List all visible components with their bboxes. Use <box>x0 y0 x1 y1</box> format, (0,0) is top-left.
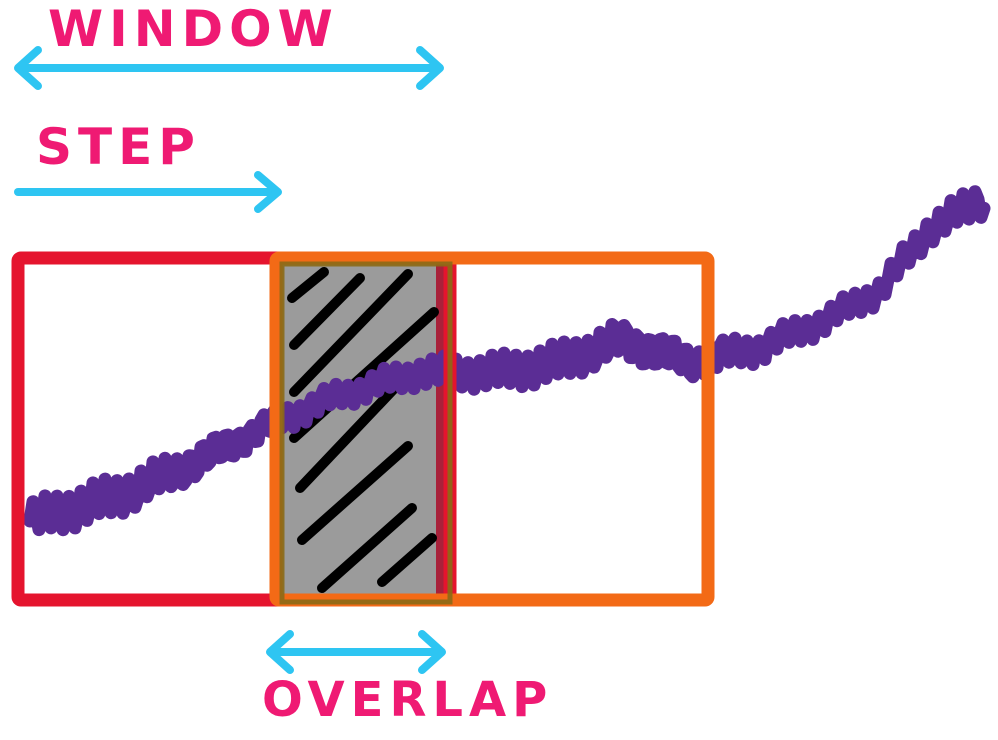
window-arrow <box>14 46 444 90</box>
hatch-line <box>297 441 413 545</box>
step-arrow <box>14 171 282 213</box>
signal-line <box>23 185 991 537</box>
overlap-arrow <box>266 630 446 674</box>
overlap-border <box>279 261 453 605</box>
window-label: WINDOW <box>48 0 339 58</box>
overlap-label: OVERLAP <box>262 672 554 728</box>
hatch-line <box>377 533 437 587</box>
overlap-hatch <box>287 267 439 593</box>
hatch-line <box>287 267 329 303</box>
window-box-2 <box>269 251 715 607</box>
hatch-line <box>317 503 417 593</box>
hatch-line <box>289 273 365 350</box>
hatch-line <box>289 269 413 397</box>
step-label: STEP <box>36 118 201 176</box>
